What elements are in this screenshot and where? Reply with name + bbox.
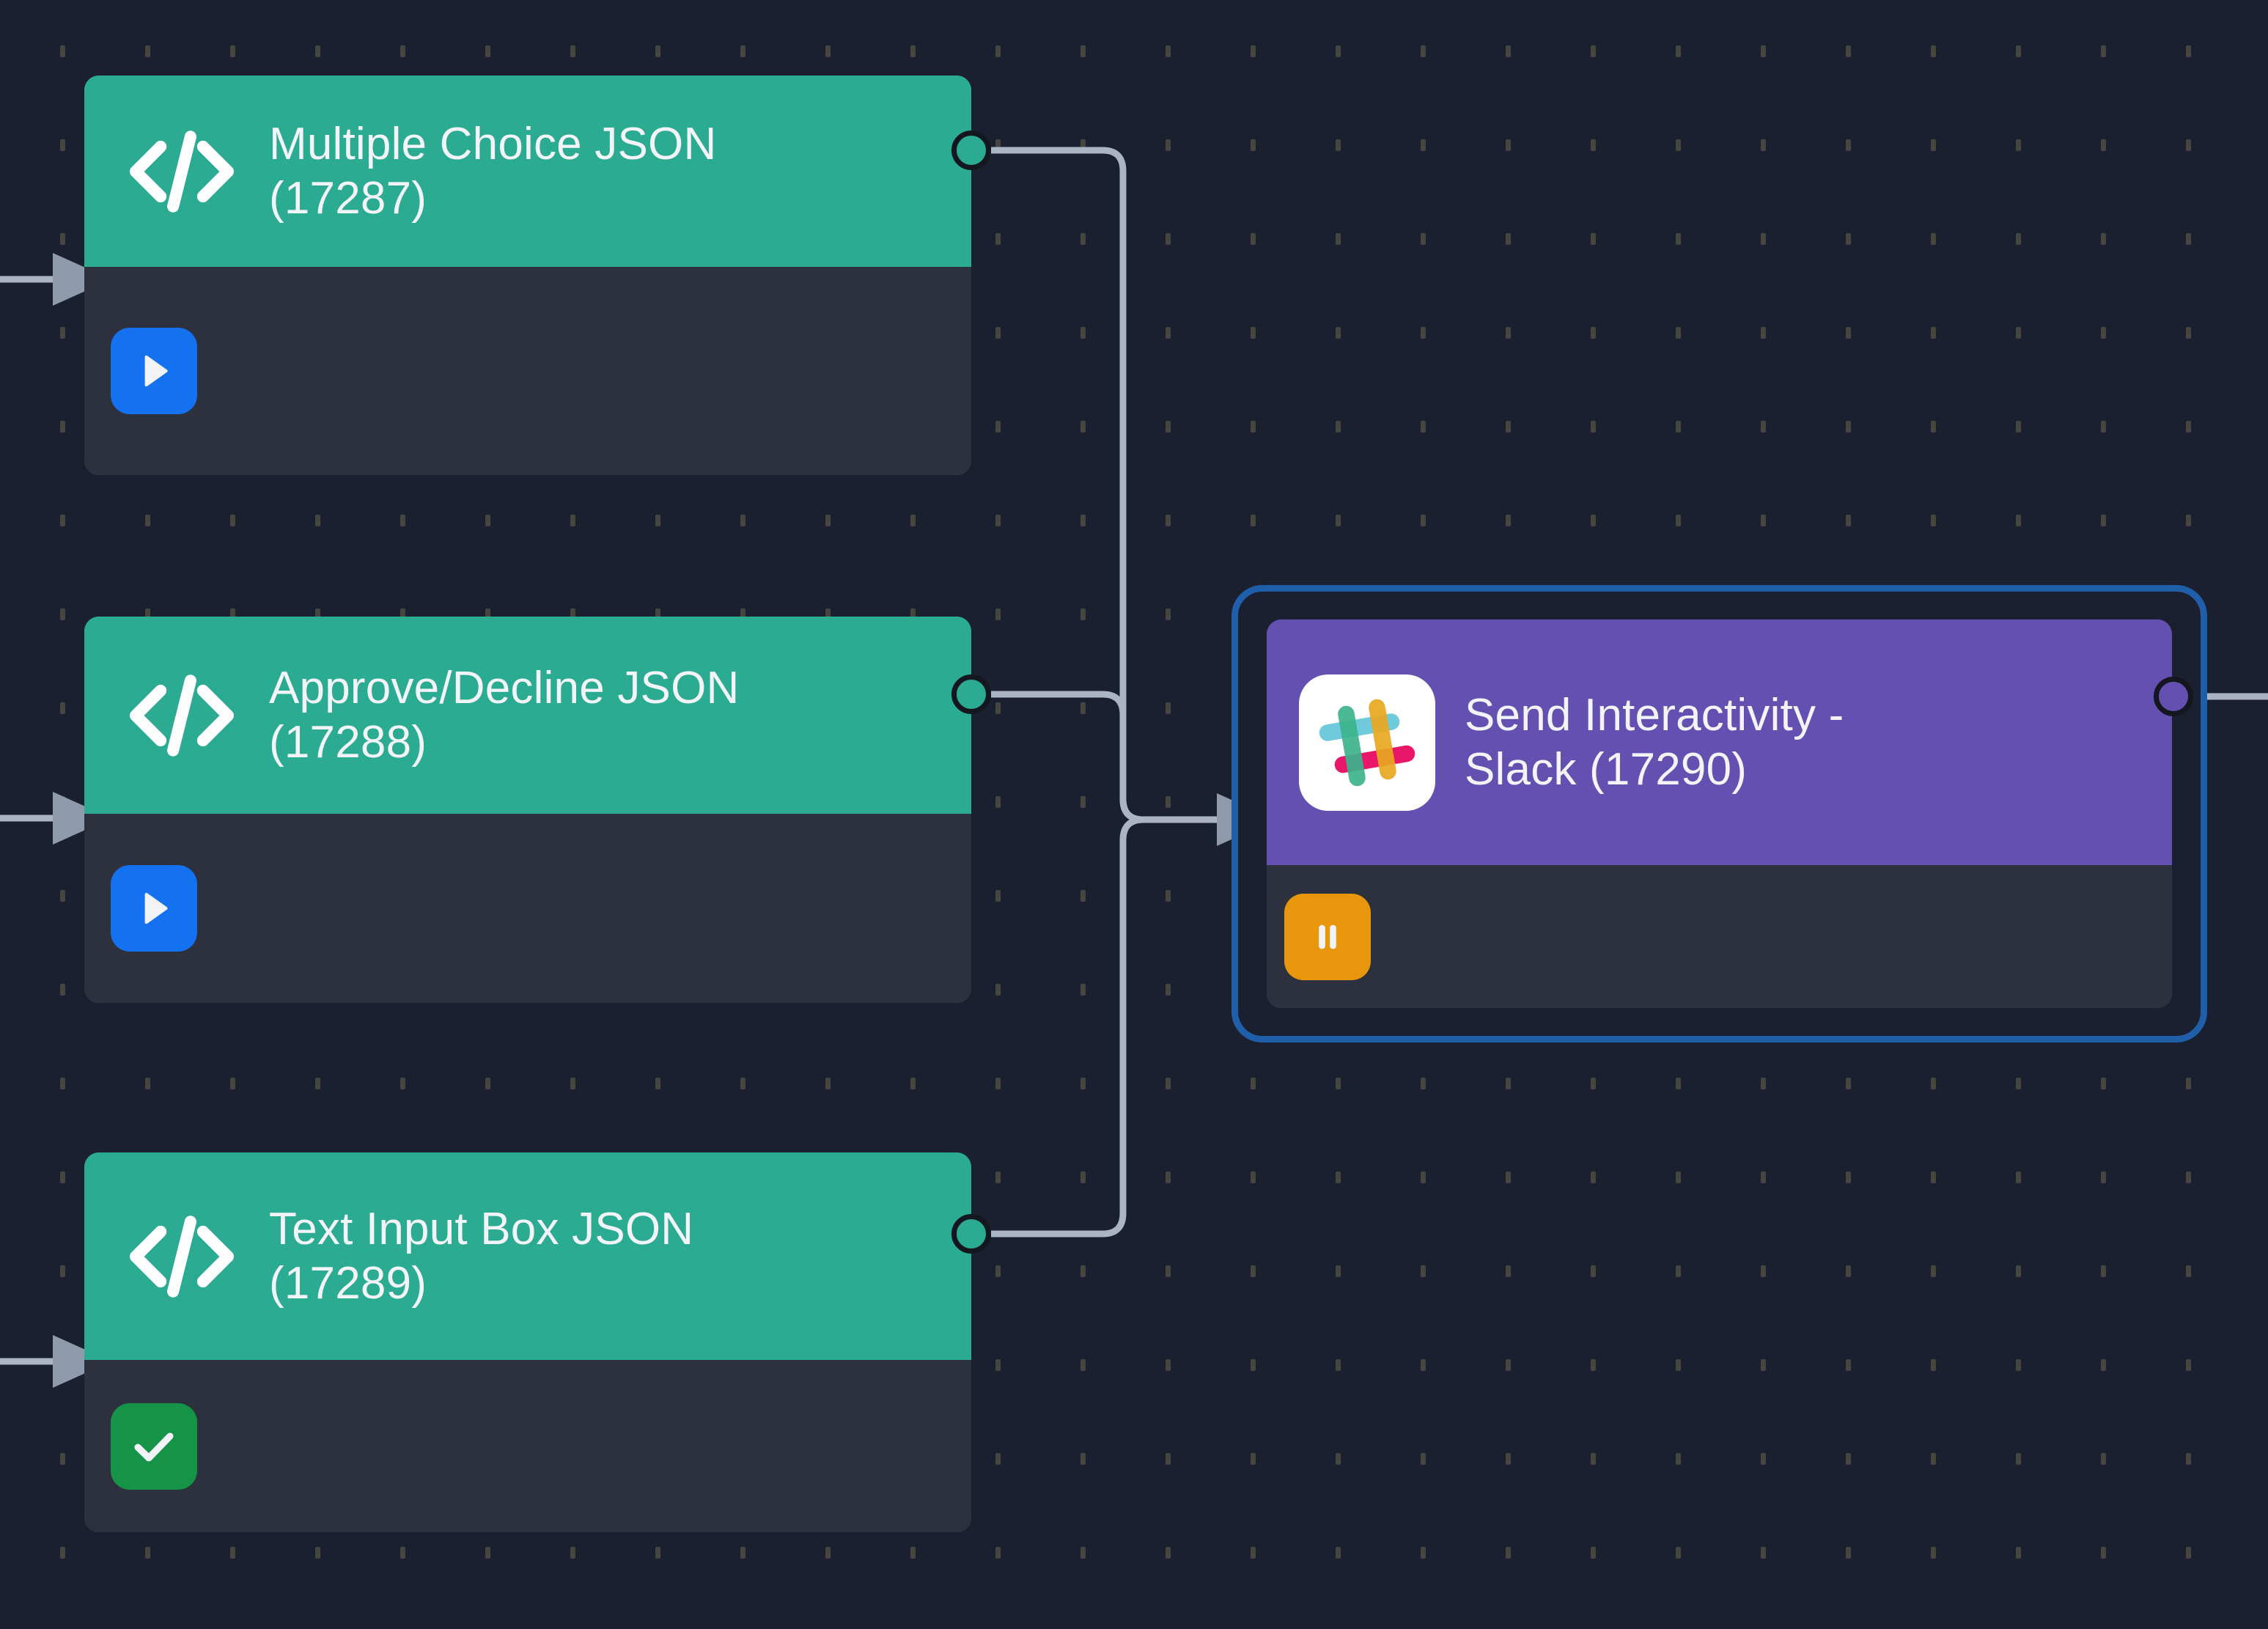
node-body: Text Input Box JSON (17289) xyxy=(84,1152,971,1532)
node-title: Text Input Box JSON (17289) xyxy=(269,1204,694,1309)
node-status-bar xyxy=(84,1360,971,1532)
edge-17288-to-17290 xyxy=(991,691,1217,823)
node-header: Approve/Decline JSON (17288) xyxy=(84,617,971,814)
play-icon xyxy=(144,355,168,387)
node-title: Approve/Decline JSON (17288) xyxy=(269,663,740,768)
node-body: Send Interactivity - Slack (17290) xyxy=(1267,619,2172,1008)
slack-icon xyxy=(1299,674,1435,811)
node-send-interactivity-slack[interactable]: Send Interactivity - Slack (17290) xyxy=(1267,619,2193,1008)
node-status-bar xyxy=(1267,865,2172,1008)
node-title: Multiple Choice JSON (17287) xyxy=(269,119,717,224)
output-port-17288[interactable] xyxy=(951,674,991,714)
code-icon xyxy=(130,674,234,757)
code-icon xyxy=(130,1215,234,1298)
status-badge-play[interactable] xyxy=(111,865,197,952)
node-title: Send Interactivity - Slack (17290) xyxy=(1465,690,1844,795)
node-header: Text Input Box JSON (17289) xyxy=(84,1152,971,1360)
node-status-bar xyxy=(84,267,971,475)
edge-17289-to-17290 xyxy=(991,816,1217,1238)
node-header: Send Interactivity - Slack (17290) xyxy=(1267,619,2172,865)
pause-icon xyxy=(1319,924,1336,949)
node-text-input-box-json[interactable]: Text Input Box JSON (17289) xyxy=(84,1152,991,1532)
status-badge-play[interactable] xyxy=(111,328,197,414)
node-status-bar xyxy=(84,814,971,1003)
output-port-17290[interactable] xyxy=(2154,677,2193,716)
output-port-17289[interactable] xyxy=(951,1214,991,1254)
output-port-17287[interactable] xyxy=(951,130,991,170)
status-badge-paused[interactable] xyxy=(1284,893,1371,980)
node-body: Multiple Choice JSON (17287) xyxy=(84,76,971,475)
status-badge-complete[interactable] xyxy=(111,1402,197,1490)
node-header: Multiple Choice JSON (17287) xyxy=(84,76,971,267)
node-multiple-choice-json[interactable]: Multiple Choice JSON (17287) xyxy=(84,76,991,475)
edge-17287-to-17290 xyxy=(991,147,1217,823)
play-icon xyxy=(144,892,168,924)
node-body: Approve/Decline JSON (17288) xyxy=(84,617,971,1003)
node-approve-decline-json[interactable]: Approve/Decline JSON (17288) xyxy=(84,617,991,1003)
code-icon xyxy=(130,130,234,213)
check-icon xyxy=(134,1432,174,1461)
